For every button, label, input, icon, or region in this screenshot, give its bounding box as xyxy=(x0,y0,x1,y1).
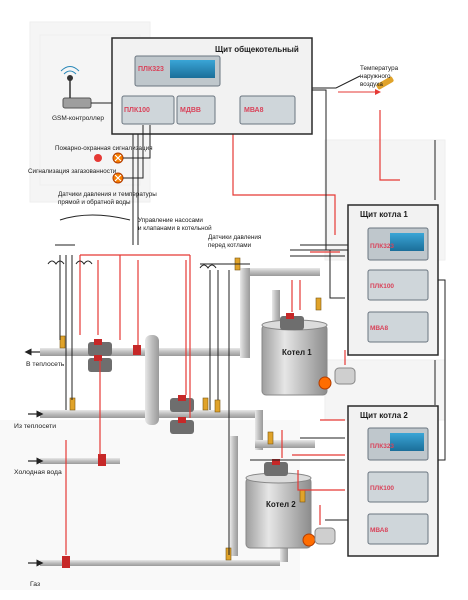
svg-text:ПЛК100: ПЛК100 xyxy=(124,107,150,114)
boiler2-panel[interactable]: Щит котла 2 ПЛК323 ПЛК100 МВА8 xyxy=(347,405,439,557)
main-plk323: ПЛК323 xyxy=(134,55,221,87)
gsm-controller[interactable]: GSM-контроллер xyxy=(52,66,112,123)
main-mva8: МВА8 xyxy=(239,95,296,125)
panel-links xyxy=(312,89,446,461)
outdoor-temp-note: Температура наружного воздуха xyxy=(360,65,399,88)
fire-alarm: Пожарно-охранная сигнализация xyxy=(55,125,153,164)
red-valves xyxy=(62,313,294,568)
boiler2-plk100: ПЛК100 xyxy=(367,471,429,503)
boiler-2-label: Котел 2 xyxy=(266,500,296,509)
boiler1-panel-title: Щит котла 1 xyxy=(360,210,408,219)
svg-text:Датчики давления и температуры: Датчики давления и температуры xyxy=(58,191,157,198)
svg-text:МВА8: МВА8 xyxy=(370,325,388,332)
outdoor-sensor-icon xyxy=(376,76,394,90)
black-signal-lines xyxy=(55,125,355,555)
boiler-1: Котел 1 xyxy=(261,319,332,396)
boiler-pressure-note: Датчики давления перед котлами xyxy=(208,234,261,249)
svg-text:ПЛК100: ПЛК100 xyxy=(370,485,394,492)
boiler1-panel[interactable]: Щит котла 1 ПЛК323 ПЛК100 МВА8 xyxy=(347,204,439,356)
svg-text:МВА8: МВА8 xyxy=(370,527,388,534)
boiler1-plk323: ПЛК323 xyxy=(367,227,429,261)
svg-text:Управление насосами: Управление насосами xyxy=(138,217,203,224)
flow-arrows xyxy=(24,348,44,567)
boiler-1-label: Котел 1 xyxy=(282,348,312,357)
gas-alarm: Сигнализация загазованности xyxy=(28,125,144,184)
svg-text:МВА8: МВА8 xyxy=(244,107,264,114)
to-heating-network-label: В теплосеть xyxy=(26,361,65,368)
siren-icon xyxy=(94,154,102,162)
antenna-icon xyxy=(67,75,73,81)
svg-text:Датчики давления: Датчики давления xyxy=(208,234,261,241)
boiler1-plk100: ПЛК100 xyxy=(367,269,429,301)
fire-alarm-label: Пожарно-охранная сигнализация xyxy=(55,145,153,152)
gas-alarm-label: Сигнализация загазованности xyxy=(28,168,117,175)
boiler1-mva8: МВА8 xyxy=(367,311,429,343)
main-mdvv: МДВВ xyxy=(176,95,216,125)
svg-text:наружного: наружного xyxy=(360,73,391,80)
svg-text:перед котлами: перед котлами xyxy=(208,242,252,249)
svg-text:воздуха: воздуха xyxy=(360,81,383,88)
svg-text:ПЛК323: ПЛК323 xyxy=(370,243,394,250)
boiler-2: Котел 2 xyxy=(245,472,316,549)
supply-return-sensors-note: Датчики давления и температуры прямой и … xyxy=(58,191,157,206)
svg-text:и клапанами в котельной: и клапанами в котельной xyxy=(138,224,212,232)
red-signal-lines xyxy=(65,110,400,555)
gas-label: Газ xyxy=(30,581,40,588)
pumps-control-note: Управление насосами и клапанами в котель… xyxy=(138,217,212,232)
svg-text:ПЛК323: ПЛК323 xyxy=(370,443,394,450)
from-heating-network-label: Из теплосети xyxy=(14,423,56,430)
gsm-label: GSM-контроллер xyxy=(52,115,104,122)
svg-text:Температура: Температура xyxy=(360,65,399,72)
svg-text:ПЛК100: ПЛК100 xyxy=(370,283,394,290)
main-plk100: ПЛК100 xyxy=(121,95,175,125)
main-panel-title: Щит общекотельный xyxy=(215,45,299,54)
gas-burners xyxy=(314,367,356,545)
main-panel[interactable]: Щит общекотельный ПЛК323 ПЛК100 МДВВ МВА… xyxy=(111,37,313,135)
cold-water-label: Холодная вода xyxy=(14,469,62,476)
svg-text:МДВВ: МДВВ xyxy=(180,107,201,114)
boiler2-plk323: ПЛК323 xyxy=(367,427,429,461)
boiler2-panel-title: Щит котла 2 xyxy=(360,411,408,420)
boiler2-mva8: МВА8 xyxy=(367,513,429,545)
outdoor-link xyxy=(312,75,394,95)
brace-markers xyxy=(47,214,217,269)
svg-text:ПЛК323: ПЛК323 xyxy=(138,66,164,73)
pipe-labels: В теплосеть Из теплосети Холодная вода Г… xyxy=(14,361,65,588)
svg-text:прямой и обратной воды: прямой и обратной воды xyxy=(58,198,131,206)
